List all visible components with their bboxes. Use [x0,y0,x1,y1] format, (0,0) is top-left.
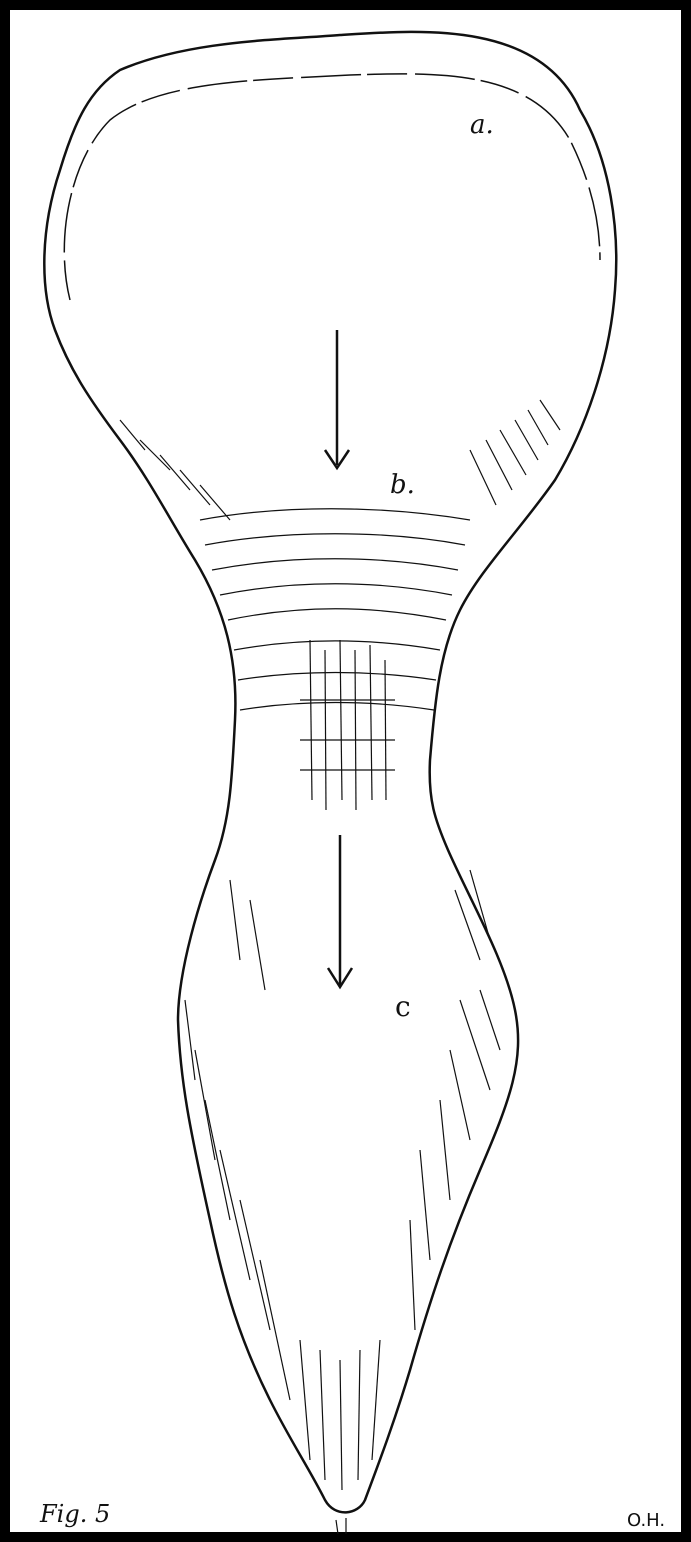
label-c: c [395,990,411,1023]
label-a: a. [470,110,494,140]
figure-caption: Fig. 5 [40,1500,110,1528]
specimen-outline [44,32,616,1512]
artist-initials: O.H. [627,1510,665,1531]
label-b: b. [390,470,415,500]
